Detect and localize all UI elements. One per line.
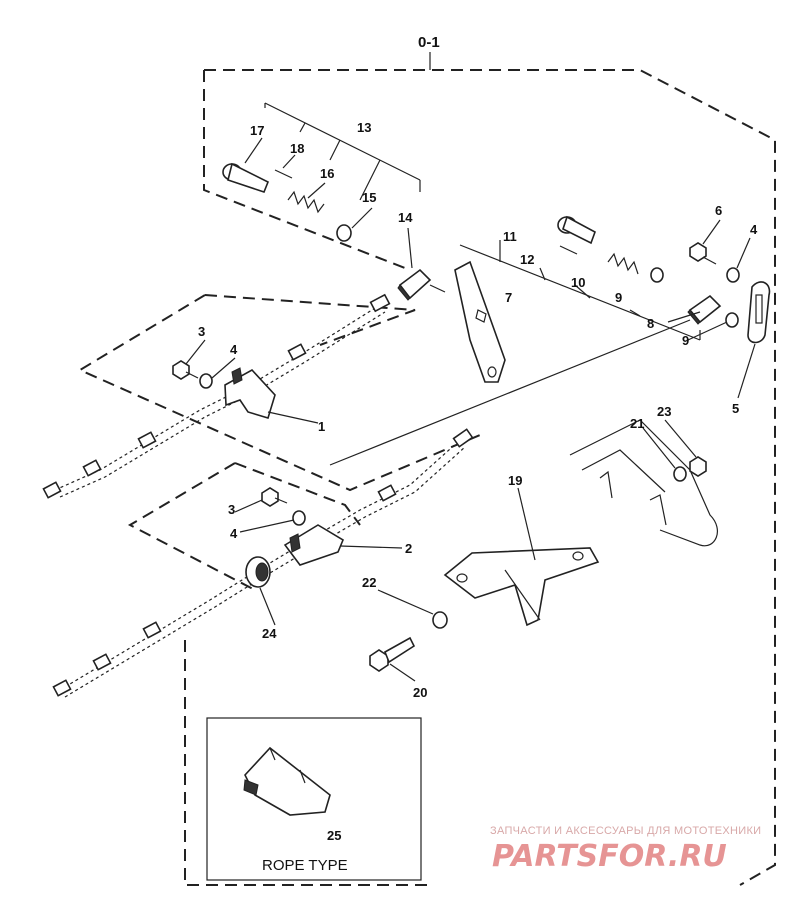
callout-4-right: 4: [750, 222, 758, 237]
part-6-bolt: [689, 242, 717, 265]
callout-22: 22: [362, 575, 376, 590]
callout-2: 2: [405, 541, 412, 556]
part-4-washer-upper: [199, 373, 213, 389]
callout-21: 21: [630, 416, 644, 431]
callout-16: 16: [320, 166, 334, 181]
throttle-lever: [454, 260, 506, 383]
callout-4-lower: 4: [230, 526, 238, 541]
part-1-clamp: [224, 367, 276, 419]
callout-24: 24: [262, 626, 277, 641]
callout-1: 1: [318, 419, 325, 434]
watermark-tagline: ЗАПЧАСТИ И АКСЕССУАРЫ ДЛЯ МОТОТЕХНИКИ: [490, 825, 761, 837]
callout-5: 5: [732, 401, 739, 416]
part-15-washer: [336, 224, 352, 242]
part-8-cable-end: [687, 294, 722, 325]
part-9-washer-a: [650, 267, 664, 283]
callout-numbers: 1 2 3 3 4 4 4 5 6 7 8 9 9 10 11 12 13 14…: [198, 120, 758, 843]
part-3-bolt-upper: [172, 360, 199, 380]
part-21-washer: [673, 466, 687, 482]
callout-20: 20: [413, 685, 427, 700]
part-17-pin: [222, 162, 270, 193]
rope-type-inset: [206, 717, 422, 881]
part-10-spring: [607, 252, 639, 275]
cable-group-lower: [127, 462, 361, 591]
part-23-nut: [689, 456, 707, 477]
callout-11: 11: [503, 229, 517, 244]
assembly-boundary: [184, 52, 776, 886]
leader-lines: [185, 137, 756, 682]
leader-7: [459, 240, 701, 341]
part-5-link: [747, 281, 771, 344]
throttle-cable-upper: [42, 293, 391, 499]
part-19-bracket: [443, 547, 600, 627]
part-22-washer: [432, 611, 448, 629]
cable-group-upper: [77, 294, 481, 492]
callout-25: 25: [327, 828, 341, 843]
leader-13: [264, 102, 421, 201]
callout-9-upper: 9: [615, 290, 622, 305]
callout-18: 18: [290, 141, 304, 156]
callout-8: 8: [647, 316, 654, 331]
callout-12: 12: [520, 252, 534, 267]
part-14-cable-end: [397, 268, 432, 301]
callout-14: 14: [398, 210, 413, 225]
callout-10: 10: [571, 275, 585, 290]
callout-23: 23: [657, 404, 671, 419]
part-4-washer-lower: [292, 510, 306, 526]
callout-17: 17: [250, 123, 264, 138]
watermark-brand: PARTSFOR.RU: [492, 839, 727, 874]
callout-6: 6: [715, 203, 722, 218]
callout-3-upper: 3: [198, 324, 205, 339]
callout-9-lower: 9: [682, 333, 689, 348]
part-9-washer-b: [725, 312, 739, 328]
part-11-pin: [557, 215, 596, 245]
callout-3-lower: 3: [228, 502, 235, 517]
callout-7: 7: [505, 290, 512, 305]
part-24-grommet: [245, 556, 271, 588]
part-20-bolt: [369, 636, 416, 672]
part-12-small-pin: [559, 245, 578, 255]
callout-19: 19: [508, 473, 522, 488]
callout-4-upper: 4: [230, 342, 238, 357]
part-16-spring: [287, 190, 325, 214]
engine-frame: [569, 419, 718, 547]
diagram-title: 0-1: [418, 34, 440, 51]
callout-15: 15: [362, 190, 376, 205]
part-4-washer-right: [726, 267, 740, 283]
inset-label: ROPE TYPE: [262, 857, 348, 874]
part-18-small-pin: [274, 169, 293, 179]
part-2-clamp: [283, 524, 345, 566]
callout-13: 13: [357, 120, 371, 135]
part-25-rope-bracket: [243, 746, 331, 816]
part-3-bolt-lower: [261, 487, 288, 507]
watermark: ЗАПЧАСТИ И АКСЕССУАРЫ ДЛЯ МОТОТЕХНИКИ PA…: [490, 825, 761, 874]
